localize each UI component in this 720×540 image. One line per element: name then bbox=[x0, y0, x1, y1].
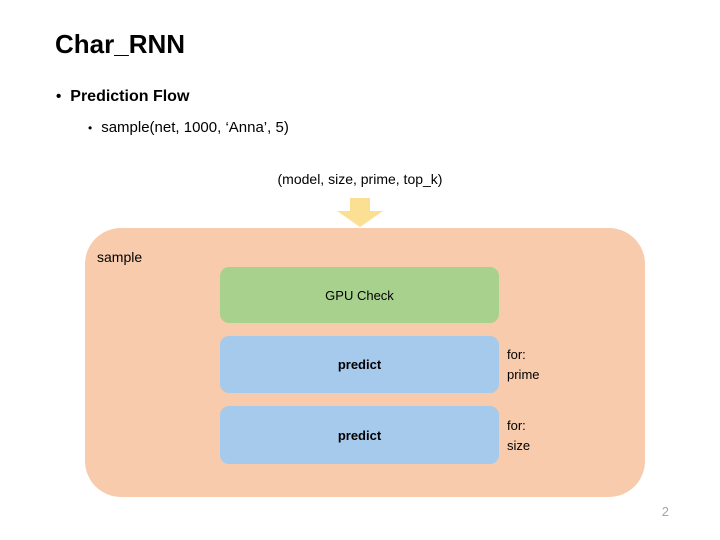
bullet-level2-label: sample(net, 1000, ‘Anna’, 5) bbox=[101, 119, 289, 136]
loop-note-line2: size bbox=[507, 437, 531, 453]
loop-note-line2: prime bbox=[507, 366, 540, 382]
parameter-caption: (model, size, prime, top_k) bbox=[277, 171, 443, 187]
loop-note-line1: for: bbox=[507, 418, 526, 433]
bullet-level1-label: Prediction Flow bbox=[70, 88, 190, 105]
process-box-gpu-check: GPU Check bbox=[220, 267, 499, 323]
process-box-label: predict bbox=[337, 357, 382, 372]
page-title: Char_RNN bbox=[55, 29, 186, 59]
loop-note-line1: for: bbox=[507, 347, 526, 362]
bullet-prediction-flow: • Prediction Flow bbox=[56, 88, 189, 106]
page-number: 2 bbox=[661, 504, 669, 519]
process-box-predict-size: predict bbox=[220, 406, 499, 464]
sample-container-label: sample bbox=[97, 249, 143, 265]
bullet-marker-icon: • bbox=[56, 88, 62, 105]
process-box-label: GPU Check bbox=[325, 287, 394, 303]
process-box-label: predict bbox=[337, 427, 382, 443]
loop-note-prime: for: prime bbox=[507, 345, 540, 385]
loop-note-size: for: size bbox=[507, 416, 530, 456]
bullet-sample-call: • sample(net, 1000, ‘Anna’, 5) bbox=[88, 119, 289, 136]
down-arrow-icon bbox=[336, 198, 384, 228]
bullet-marker-icon: • bbox=[88, 121, 93, 135]
process-box-predict-prime: predict bbox=[220, 336, 499, 393]
